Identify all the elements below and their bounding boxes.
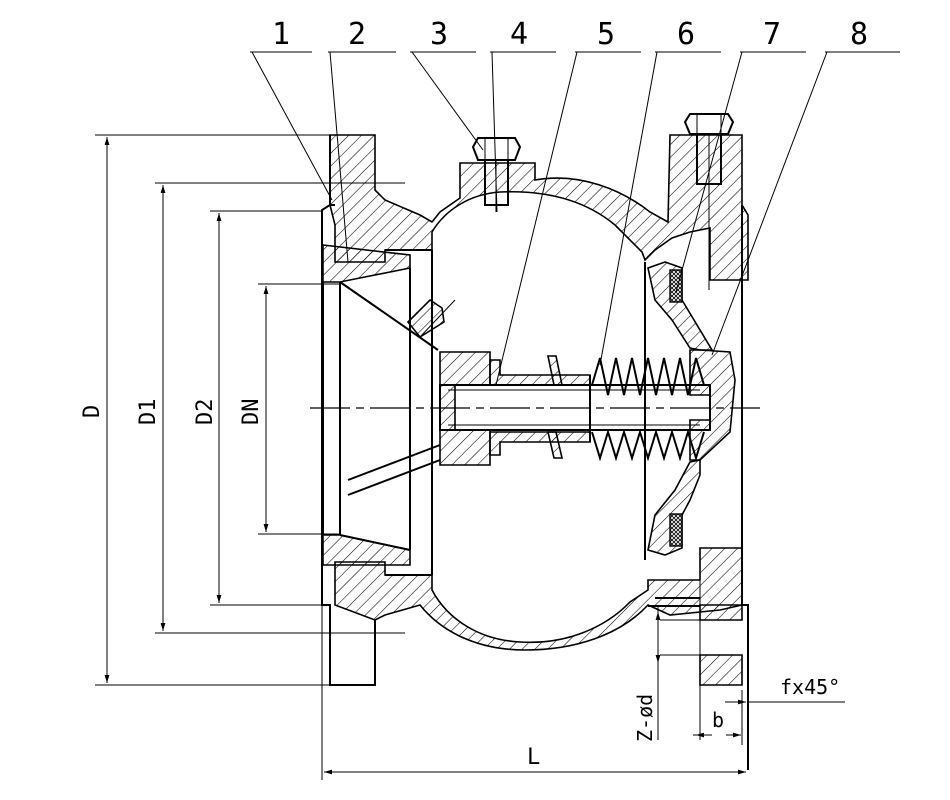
dim-label-b: b [712,708,724,732]
dim-label-d2: D2 [193,399,218,426]
part-label-7: 7 [763,17,781,52]
seat-ring [322,244,456,566]
disc-hub [439,351,591,466]
right-flange-outline [741,205,749,770]
part-label-3: 3 [430,17,448,52]
disc-assembly [647,261,736,556]
dim-label-dn: DN [239,399,264,426]
left-flange-outline [321,135,376,686]
leader-lines [250,51,900,386]
part-label-5: 5 [597,17,615,52]
dim-label-bolt-holes: Z-ød [633,694,657,742]
dim-label-d1: D1 [136,399,161,426]
body-upper-section [329,134,749,281]
flange-bottom-right-lower [699,654,743,686]
dim-label-l: L [527,745,540,770]
flange-bottom-right-upper [699,604,743,621]
dim-label-d: D [80,405,105,418]
part-number-labels: 1 2 3 4 5 6 7 8 [272,17,868,52]
part-label-6: 6 [677,17,695,52]
part-label-1: 1 [272,17,290,52]
part-label-8: 8 [850,17,868,52]
part-label-4: 4 [510,17,528,52]
dimension-lines [95,134,845,780]
dimension-labels: D D1 D2 DN L Z-ød b fx45° [80,399,840,771]
spring [546,355,705,462]
part-label-2: 2 [348,17,366,52]
valve-body [321,134,749,770]
hex-bolt-right [683,113,735,290]
dim-label-chamfer: fx45° [780,675,840,699]
